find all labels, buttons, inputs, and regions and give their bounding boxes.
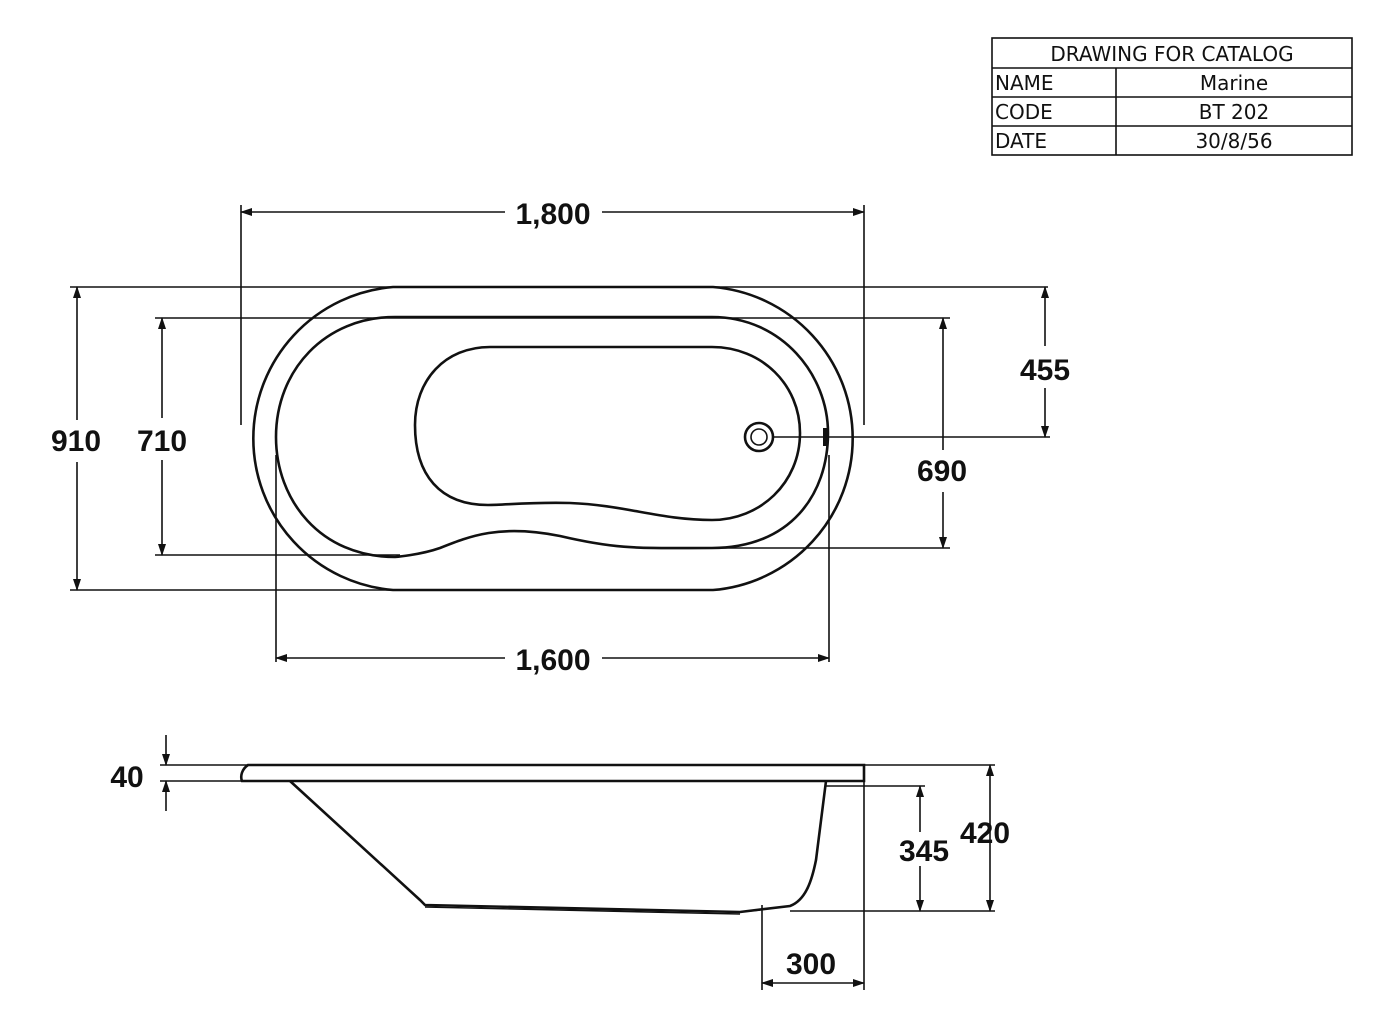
dim-overall-height: 420 — [960, 817, 1010, 850]
side-view: 40 420 345 300 — [110, 735, 1010, 990]
title-block-date-value: 30/8/56 — [1195, 129, 1272, 153]
dim-inner-width: 710 — [137, 425, 187, 458]
title-block-heading: DRAWING FOR CATALOG — [1050, 42, 1293, 66]
bathtub-side-body — [289, 780, 828, 914]
title-block-name-value: Marine — [1200, 71, 1268, 95]
dim-base-offset: 300 — [786, 948, 836, 981]
bathtub-outer-rim — [252, 285, 854, 592]
title-block-code-label: CODE — [995, 100, 1053, 124]
dim-inner-length: 1,600 — [515, 644, 590, 677]
title-block-date-label: DATE — [995, 129, 1047, 153]
dim-overall-width: 910 — [51, 425, 101, 458]
dim-basin-width: 690 — [917, 455, 967, 488]
bathtub-side-rim — [239, 763, 866, 783]
bathtub-inner-edge — [274, 315, 830, 559]
bathtub-basin-floor — [413, 345, 802, 522]
plan-view: 1,800 1,600 910 710 455 690 — [51, 198, 1070, 677]
dim-basin-depth: 345 — [899, 835, 949, 868]
title-block: DRAWING FOR CATALOG NAME Marine CODE BT … — [991, 37, 1353, 156]
drain-icon — [743, 421, 775, 453]
title-block-name-label: NAME — [995, 71, 1054, 95]
dim-drain-offset: 455 — [1020, 354, 1070, 387]
title-block-code-value: BT 202 — [1199, 100, 1269, 124]
dim-rim-thickness: 40 — [110, 761, 143, 794]
dim-overall-length: 1,800 — [515, 198, 590, 231]
